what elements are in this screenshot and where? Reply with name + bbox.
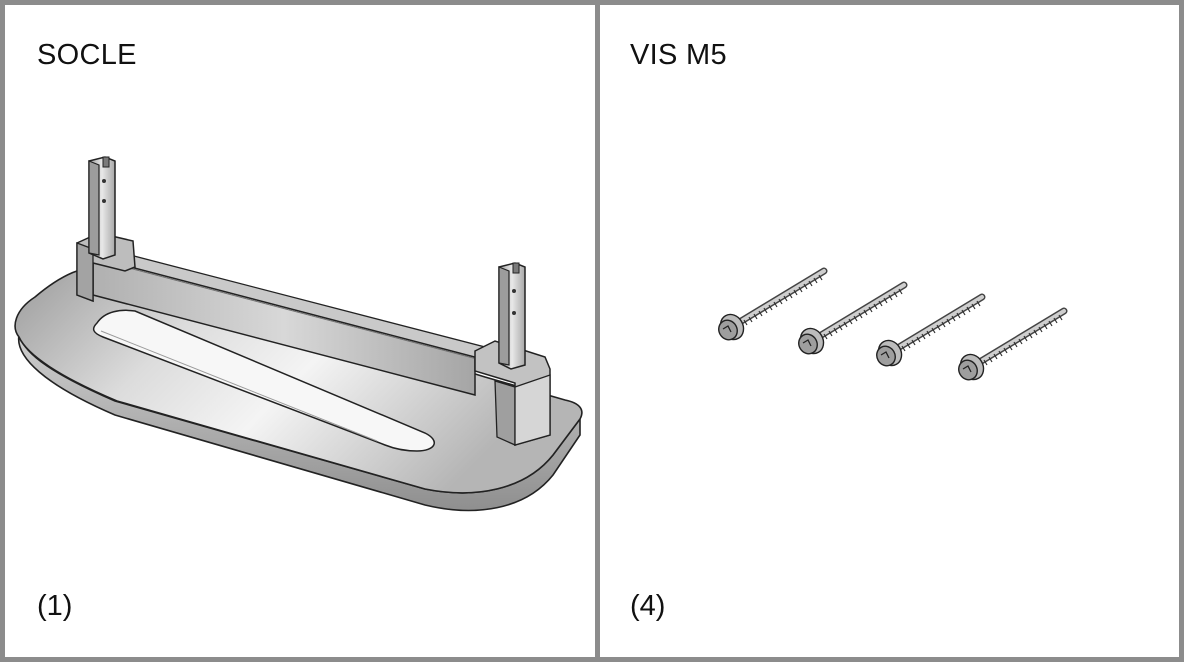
part-panel-vis-m5: VIS M5 (4) — [600, 5, 1179, 657]
part-name: VIS M5 — [630, 39, 727, 71]
part-quantity: (4) — [630, 590, 666, 622]
part-quantity: (1) — [37, 590, 73, 622]
tv-stand-base-illustration — [14, 156, 583, 512]
part-panel-socle: SOCLE — [5, 5, 600, 657]
screw-illustration — [600, 5, 1174, 657]
part-name: SOCLE — [37, 39, 137, 71]
